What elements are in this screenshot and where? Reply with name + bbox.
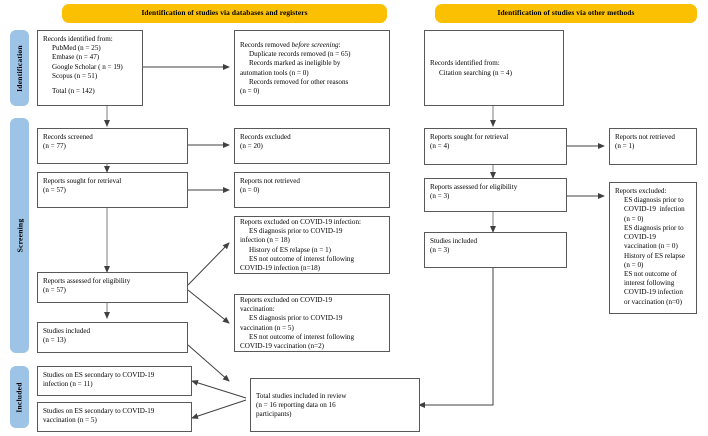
box-line: Scopus (n = 51)	[52, 71, 98, 80]
box-line: (n = 77)	[43, 142, 66, 151]
box-line: Records marked as ineligible by	[249, 59, 341, 68]
box-line: (n = 1)	[615, 142, 635, 151]
box-line: (n = 0)	[240, 86, 260, 95]
stage-label-included-text: Included	[15, 381, 24, 413]
box-line: (n = 57)	[43, 286, 66, 295]
box-line: Records screened	[43, 133, 93, 141]
studies-included-other-box: Studies included (n = 3)	[424, 232, 567, 268]
box-line: Records removed before screening:	[240, 41, 384, 50]
box-line: Reports excluded:	[615, 187, 667, 195]
box-line: (n = 16 reporting data on 16	[256, 400, 336, 409]
box-line: Studies on ES secondary to COVID-19	[43, 371, 155, 379]
reports-assessed-other-box: Reports assessed for eligibility (n = 3)	[424, 178, 567, 212]
box-line: (n = 0)	[240, 186, 260, 195]
records-excluded-box: Records excluded (n = 20)	[234, 128, 390, 164]
box-line: COVID-19	[624, 233, 656, 242]
box-line: Total studies included in review	[256, 391, 347, 400]
studies-es-vaccination-box: Studies on ES secondary to COVID-19 vacc…	[37, 402, 192, 432]
box-line: Google Scholar ( n = 19)	[52, 62, 123, 71]
box-line: Records identified from:	[430, 59, 500, 68]
box-line: Records identified from:	[43, 35, 113, 43]
box-line: Studies on ES secondary to COVID-19	[43, 407, 155, 415]
reports-sought-other-box: Reports sought for retrieval (n = 4)	[424, 128, 567, 165]
box-line: Records removed for other reasons	[249, 77, 349, 86]
box-line: Reports assessed for eligibility	[430, 183, 518, 191]
reports-excluded-infection-box: Reports excluded on COVID-19 infection: …	[234, 216, 390, 274]
box-line: ES diagnosis prior to	[624, 223, 684, 232]
box-line: (n = 57)	[43, 186, 66, 195]
box-line: vaccination (n = 0)	[624, 242, 678, 251]
box-line: COVID-19 infection	[624, 288, 683, 297]
banner-other-methods: Identification of studies via other meth…	[435, 4, 697, 23]
total-studies-box: Total studies included in review (n = 16…	[250, 378, 420, 432]
box-line-text: Records removed	[240, 40, 292, 49]
box-line: (n = 13)	[43, 336, 66, 345]
box-line: Reports excluded on COVID-19 infection:	[240, 217, 361, 226]
box-line: PubMed (n = 25)	[52, 44, 101, 53]
records-identified-other-box: Records identified from: Citation search…	[424, 30, 564, 106]
box-line: ES not outcome of interest following	[249, 332, 355, 341]
box-line: or vaccination (n=0)	[624, 297, 682, 306]
box-line: Reports not retrieved	[615, 133, 675, 141]
box-line: COVID-19 infection (n=18)	[240, 263, 321, 272]
box-line: ES not outcome of	[624, 269, 677, 278]
reports-not-retrieved-box: Reports not retrieved (n = 0)	[234, 172, 390, 208]
box-line: (n = 0)	[624, 214, 644, 223]
reports-excluded-vaccination-box: Reports excluded on COVID-19 vaccination…	[234, 294, 390, 352]
box-line: ES diagnosis prior to COVID-19	[249, 227, 343, 236]
box-line: automation tools (n = 0)	[240, 68, 309, 77]
stage-label-included: Included	[10, 366, 29, 428]
box-line: Records excluded	[240, 133, 291, 141]
studies-included-left-box: Studies included (n = 13)	[37, 322, 188, 353]
reports-assessed-box: Reports assessed for eligibility (n = 57…	[37, 272, 188, 303]
box-line: Studies included	[43, 327, 91, 335]
box-line: ES diagnosis prior to	[624, 196, 684, 205]
banner-databases-registers: Identification of studies via databases …	[62, 4, 387, 23]
box-line: ES not outcome of interest following	[249, 254, 355, 263]
stage-label-screening: Screening	[10, 118, 29, 353]
box-line: Embase (n = 47)	[52, 53, 100, 62]
box-line: Reports excluded on COVID-19	[240, 295, 333, 304]
box-line: vaccination (n = 5)	[43, 416, 97, 425]
box-line: (n = 4)	[430, 142, 450, 151]
box-line: (n = 3)	[430, 246, 450, 255]
box-line: interest following	[624, 279, 675, 288]
studies-es-infection-box: Studies on ES secondary to COVID-19 infe…	[37, 366, 192, 396]
box-line-italic: before screening	[291, 40, 339, 49]
box-line: COVID-19 vaccination (n=2)	[240, 341, 324, 350]
box-line: participants)	[256, 410, 292, 419]
box-line: Citation searching (n = 4)	[439, 68, 512, 77]
box-line: vaccination (n = 5)	[240, 323, 294, 332]
reports-excluded-other-box: Reports excluded: ES diagnosis prior to …	[609, 182, 697, 314]
records-removed-box: Records removed before screening: Duplic…	[234, 30, 390, 106]
stage-label-identification: Identification	[10, 30, 29, 106]
box-line: Total (n = 142)	[52, 87, 95, 96]
box-line: COVID-19 infection	[624, 205, 685, 214]
stage-label-screening-text: Screening	[15, 218, 25, 253]
box-line: History of ES relapse	[624, 251, 685, 260]
box-line: Reports not retrieved	[240, 177, 300, 185]
reports-sought-box: Reports sought for retrieval (n = 57)	[37, 172, 188, 208]
box-line: History of ES relapse (n = 1)	[249, 245, 332, 254]
box-line: (n = 3)	[430, 192, 450, 201]
box-line: Reports assessed for eligibility	[43, 277, 131, 285]
box-line: infection (n = 18)	[240, 236, 290, 245]
box-line-tail: :	[338, 40, 341, 49]
box-line: vaccination:	[240, 305, 275, 314]
box-line: Duplicate records removed (n = 65)	[249, 50, 351, 59]
box-line: Reports sought for retrieval	[430, 133, 509, 141]
reports-not-retrieved-other-box: Reports not retrieved (n = 1)	[609, 128, 697, 165]
box-line: (n = 20)	[240, 142, 263, 151]
box-line: Studies included	[430, 237, 478, 245]
box-line: ES diagnosis prior to COVID-19	[249, 314, 343, 323]
box-line: (n = 0)	[624, 260, 644, 269]
records-screened-box: Records screened (n = 77)	[37, 128, 188, 164]
stage-label-identification-text: Identification	[15, 44, 24, 92]
box-line: Reports sought for retrieval	[43, 177, 122, 185]
box-line: infection (n = 11)	[43, 380, 93, 389]
records-identified-box: Records identified from: PubMed (n = 25)…	[37, 30, 143, 106]
